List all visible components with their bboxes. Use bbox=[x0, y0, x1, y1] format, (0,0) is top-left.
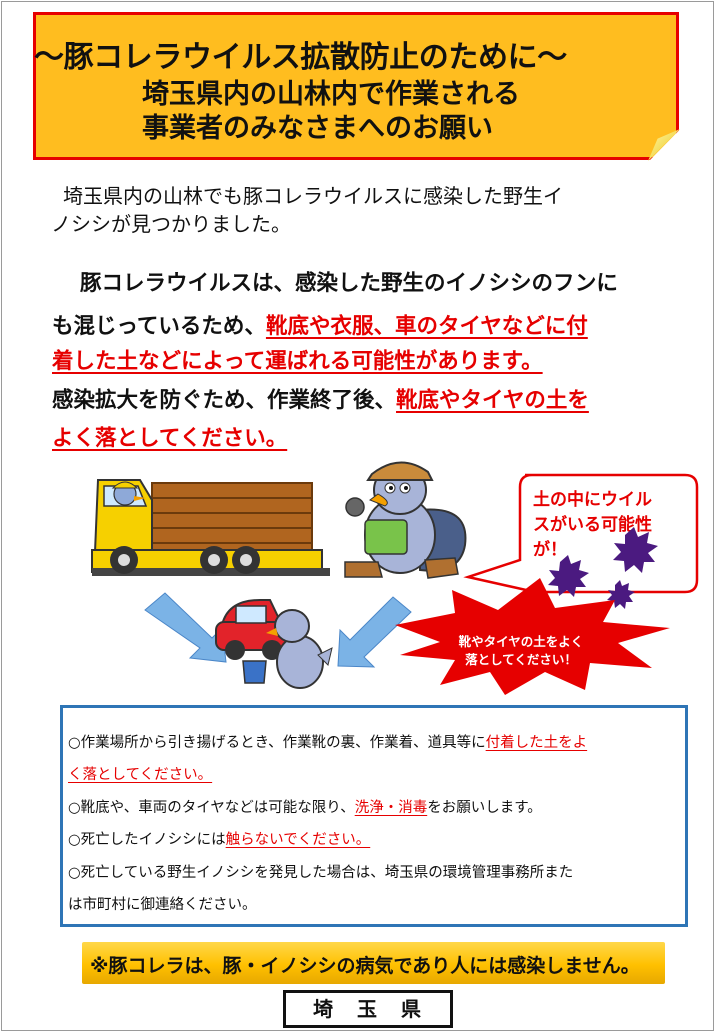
virus-icon bbox=[607, 580, 635, 609]
burst-line-2: 落としてください！ bbox=[465, 652, 577, 667]
warning-starburst: 靴やタイヤの土をよく 落としてください！ bbox=[395, 578, 670, 695]
para-line-2-emphasis: 靴底や衣服、車のタイヤなどに付 bbox=[265, 314, 588, 339]
instruction-3-plain: ○死亡したイノシシには bbox=[68, 832, 226, 848]
disclaimer-note: ※豚コレラは、豚・イノシシの病気であり人には感染しません。 bbox=[82, 942, 665, 984]
dump-truck-illustration bbox=[91, 479, 330, 576]
virus-icon bbox=[613, 527, 658, 573]
title-line-1: ～豚コレラウイルス拡散防止のために～ bbox=[34, 40, 567, 75]
virus-icon bbox=[548, 555, 589, 597]
intro-line-1: 埼玉県内の山林でも豚コレラウイルスに感染した野生イ bbox=[63, 184, 563, 208]
instruction-1-plain: ○作業場所から引き揚げるとき、作業靴の裏、作業着、道具等に bbox=[68, 735, 486, 751]
disclaimer-text: ※豚コレラは、豚・イノシシの病気であり人には感染しません。 bbox=[90, 955, 640, 977]
bubble-line-1: 土の中にウイル bbox=[533, 489, 652, 510]
bubble-line-3: が！ bbox=[533, 539, 567, 560]
para-line-3-emphasis: 着した土などによって運ばれる可能性があります。 bbox=[52, 349, 543, 374]
instruction-1: ○作業場所から引き揚げるとき、作業靴の裏、作業着、道具等に付着した土をよ bbox=[68, 731, 587, 752]
instruction-2-plain-a: ○靴底や、車両のタイヤなどは可能な限り、 bbox=[68, 800, 355, 816]
para-line-3: 着した土などによって運ばれる可能性があります。 bbox=[52, 344, 543, 375]
bubble-line-2: スがいる可能性 bbox=[533, 514, 652, 535]
instruction-1-cont-emphasis: く落としてください。 bbox=[68, 767, 213, 783]
para-line-4: 感染拡大を防ぐため、作業終了後、靴底やタイヤの土を bbox=[52, 383, 589, 414]
title-line-3: 事業者のみなさまへのお願い bbox=[142, 113, 493, 144]
instruction-2: ○靴底や、車両のタイヤなどは可能な限り、洗浄・消毒をお願いします。 bbox=[68, 796, 542, 817]
burst-line-1: 靴やタイヤの土をよく bbox=[459, 634, 584, 649]
para-line-4-emphasis: 靴底やタイヤの土を bbox=[396, 388, 589, 413]
para-line-1: 豚コレラウイルスは、感染した野生のイノシシのフンに bbox=[80, 271, 618, 296]
car-wash-illustration bbox=[215, 599, 333, 689]
para-line-2-plain: も混じっているため、 bbox=[52, 314, 266, 339]
title-banner bbox=[33, 12, 679, 160]
arrow-right-icon bbox=[337, 596, 412, 668]
arrow-left-icon bbox=[144, 592, 227, 663]
para-line-4-plain: 感染拡大を防ぐため、作業終了後、 bbox=[52, 388, 397, 413]
para-line-5-emphasis: よく落としてください。 bbox=[52, 426, 288, 451]
illustration-area: 土の中にウイル スがいる可能性 が！ 靴やタイヤの土をよく 落としてください！ bbox=[91, 461, 699, 695]
instruction-4-cont: は市町村に御連絡ください。 bbox=[68, 897, 257, 913]
instruction-2-plain-b: をお願いします。 bbox=[427, 800, 542, 816]
para-line-2: も混じっているため、靴底や衣服、車のタイヤなどに付 bbox=[52, 309, 588, 340]
instruction-2-emphasis: 洗浄・消毒 bbox=[354, 800, 428, 816]
instruction-4: ○死亡している野生イノシシを発見した場合は、埼玉県の環境管理事務所また bbox=[68, 865, 574, 881]
hiker-bird-illustration bbox=[344, 461, 467, 579]
instruction-1-cont: く落としてください。 bbox=[68, 763, 212, 784]
prefecture-stamp: 埼 玉 県 bbox=[283, 990, 453, 1028]
para-line-5: よく落としてください。 bbox=[52, 421, 287, 452]
title-line-2: 埼玉県内の山林内で作業される bbox=[142, 79, 520, 110]
instruction-1-emphasis: 付着した土をよ bbox=[485, 735, 588, 751]
instruction-box bbox=[60, 705, 688, 927]
intro-line-2: ノシシが見つかりました。 bbox=[51, 212, 291, 236]
instruction-3: ○死亡したイノシシには触らないでください。 bbox=[68, 828, 370, 849]
speech-bubble: 土の中にウイル スがいる可能性 が！ bbox=[463, 473, 699, 609]
instruction-3-emphasis: 触らないでください。 bbox=[225, 832, 371, 848]
